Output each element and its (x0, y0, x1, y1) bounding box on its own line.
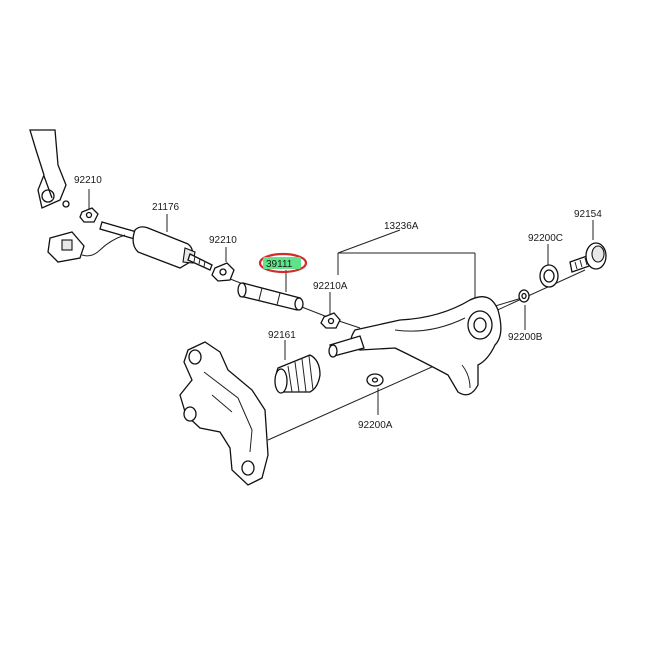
tie-rod-39111 (237, 282, 304, 311)
washer-92200c (539, 264, 559, 288)
highlight-ring (258, 252, 308, 274)
nut-92210 (79, 207, 99, 223)
label-92200a: 92200A (358, 420, 393, 431)
washer-92200a (366, 373, 384, 387)
nut-92210a (320, 312, 341, 329)
label-92200b: 92200B (508, 332, 543, 343)
washer-92200b (518, 289, 530, 303)
pedal-rubber-92161 (274, 354, 321, 394)
highlight-39111[interactable]: 39111 (258, 252, 308, 274)
bolt-92154 (569, 242, 607, 273)
step-bracket (179, 341, 269, 486)
label-92210-b: 92210 (209, 235, 237, 246)
label-92210a: 92210A (313, 281, 348, 292)
highlight-fill (263, 257, 301, 269)
label-92200c: 92200C (528, 233, 563, 244)
leader-lines (88, 189, 594, 441)
label-13236a: 13236A (384, 221, 419, 232)
shift-sensor-21176 (47, 221, 213, 271)
shift-link-rod (29, 129, 70, 209)
nut-92210-b (211, 262, 235, 282)
label-39111: 39111 (266, 259, 293, 270)
shift-pedal-13236a (328, 296, 502, 396)
label-92210-a: 92210 (74, 175, 102, 186)
label-92154: 92154 (574, 209, 602, 220)
label-92161: 92161 (268, 330, 296, 341)
label-21176: 21176 (152, 202, 180, 213)
